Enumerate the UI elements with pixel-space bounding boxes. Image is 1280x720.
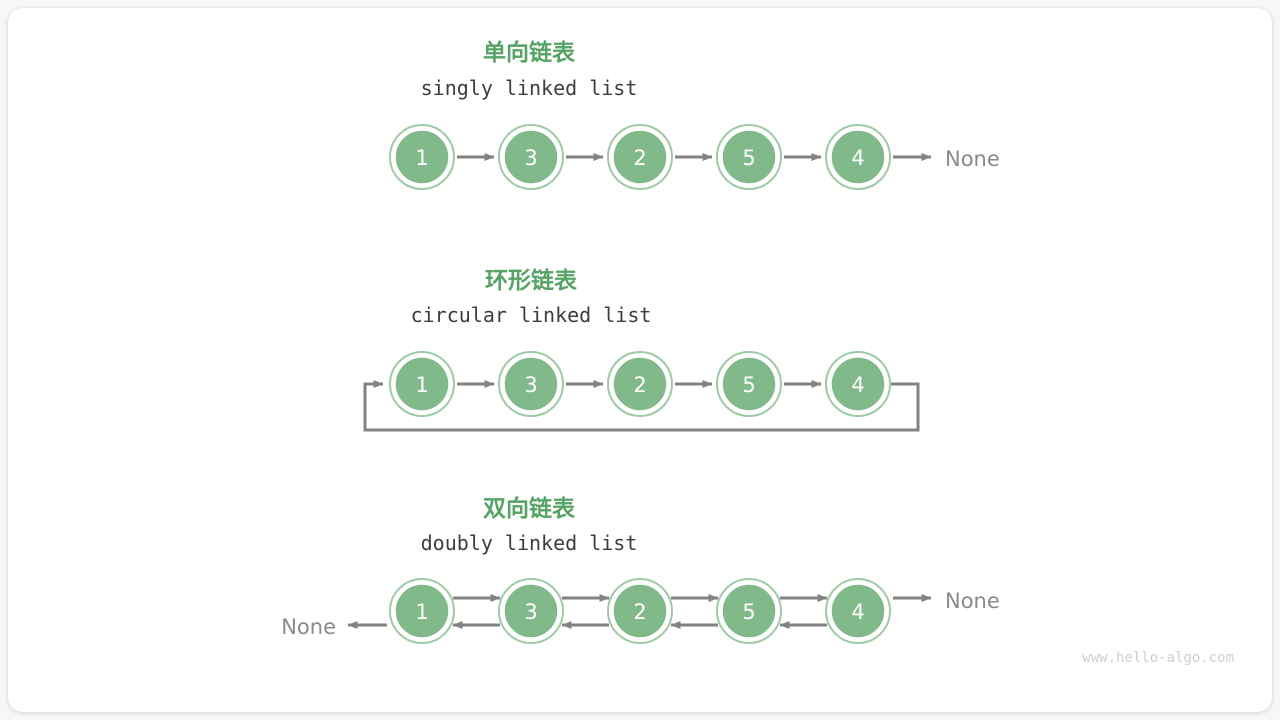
circular-node: 1 — [389, 351, 455, 417]
tail-none-label: None — [945, 147, 1000, 171]
node-value: 3 — [524, 146, 537, 170]
node-value: 1 — [415, 146, 428, 170]
singly-node: 3 — [498, 124, 564, 190]
circular-node: 3 — [498, 351, 564, 417]
singly-node: 5 — [716, 124, 782, 190]
watermark: www.hello-algo.com — [1082, 650, 1234, 666]
singly-node: 2 — [607, 124, 673, 190]
node-value: 5 — [742, 146, 755, 170]
section-title-en: singly linked list — [421, 76, 638, 100]
section-title-cn: 双向链表 — [483, 495, 576, 522]
tail-none-label: None — [945, 589, 1000, 613]
circular-node: 2 — [607, 351, 673, 417]
circular-node: 5 — [716, 351, 782, 417]
node-value: 3 — [524, 600, 537, 624]
singly-node: 1 — [389, 124, 455, 190]
section-title-en: doubly linked list — [421, 531, 638, 555]
doubly-node: 1 — [389, 578, 455, 644]
section-title-cn: 单向链表 — [483, 39, 576, 66]
node-value: 5 — [742, 373, 755, 397]
circular-wraparound-link — [363, 380, 920, 432]
circular-node: 4 — [825, 351, 891, 417]
section-doubly: 双向链表 doubly linked list 1 — [281, 495, 1000, 644]
section-circular: 环形链表 circular linked list 1 3 — [363, 267, 920, 432]
node-value: 2 — [633, 373, 646, 397]
node-value: 4 — [851, 146, 864, 170]
node-value: 1 — [415, 373, 428, 397]
section-title-en: circular linked list — [411, 303, 652, 327]
doubly-node: 4 — [825, 578, 891, 644]
node-value: 1 — [415, 600, 428, 624]
doubly-node: 5 — [716, 578, 782, 644]
section-singly: 单向链表 singly linked list 1 3 — [389, 39, 1000, 190]
doubly-node: 2 — [607, 578, 673, 644]
circular-links — [363, 380, 920, 432]
section-title-cn: 环形链表 — [485, 267, 578, 294]
node-value: 4 — [851, 600, 864, 624]
node-value: 2 — [633, 600, 646, 624]
singly-node: 4 — [825, 124, 891, 190]
doubly-node: 3 — [498, 578, 564, 644]
head-none-label: None — [281, 615, 336, 639]
node-value: 4 — [851, 373, 864, 397]
node-value: 2 — [633, 146, 646, 170]
node-value: 3 — [524, 373, 537, 397]
node-value: 5 — [742, 600, 755, 624]
